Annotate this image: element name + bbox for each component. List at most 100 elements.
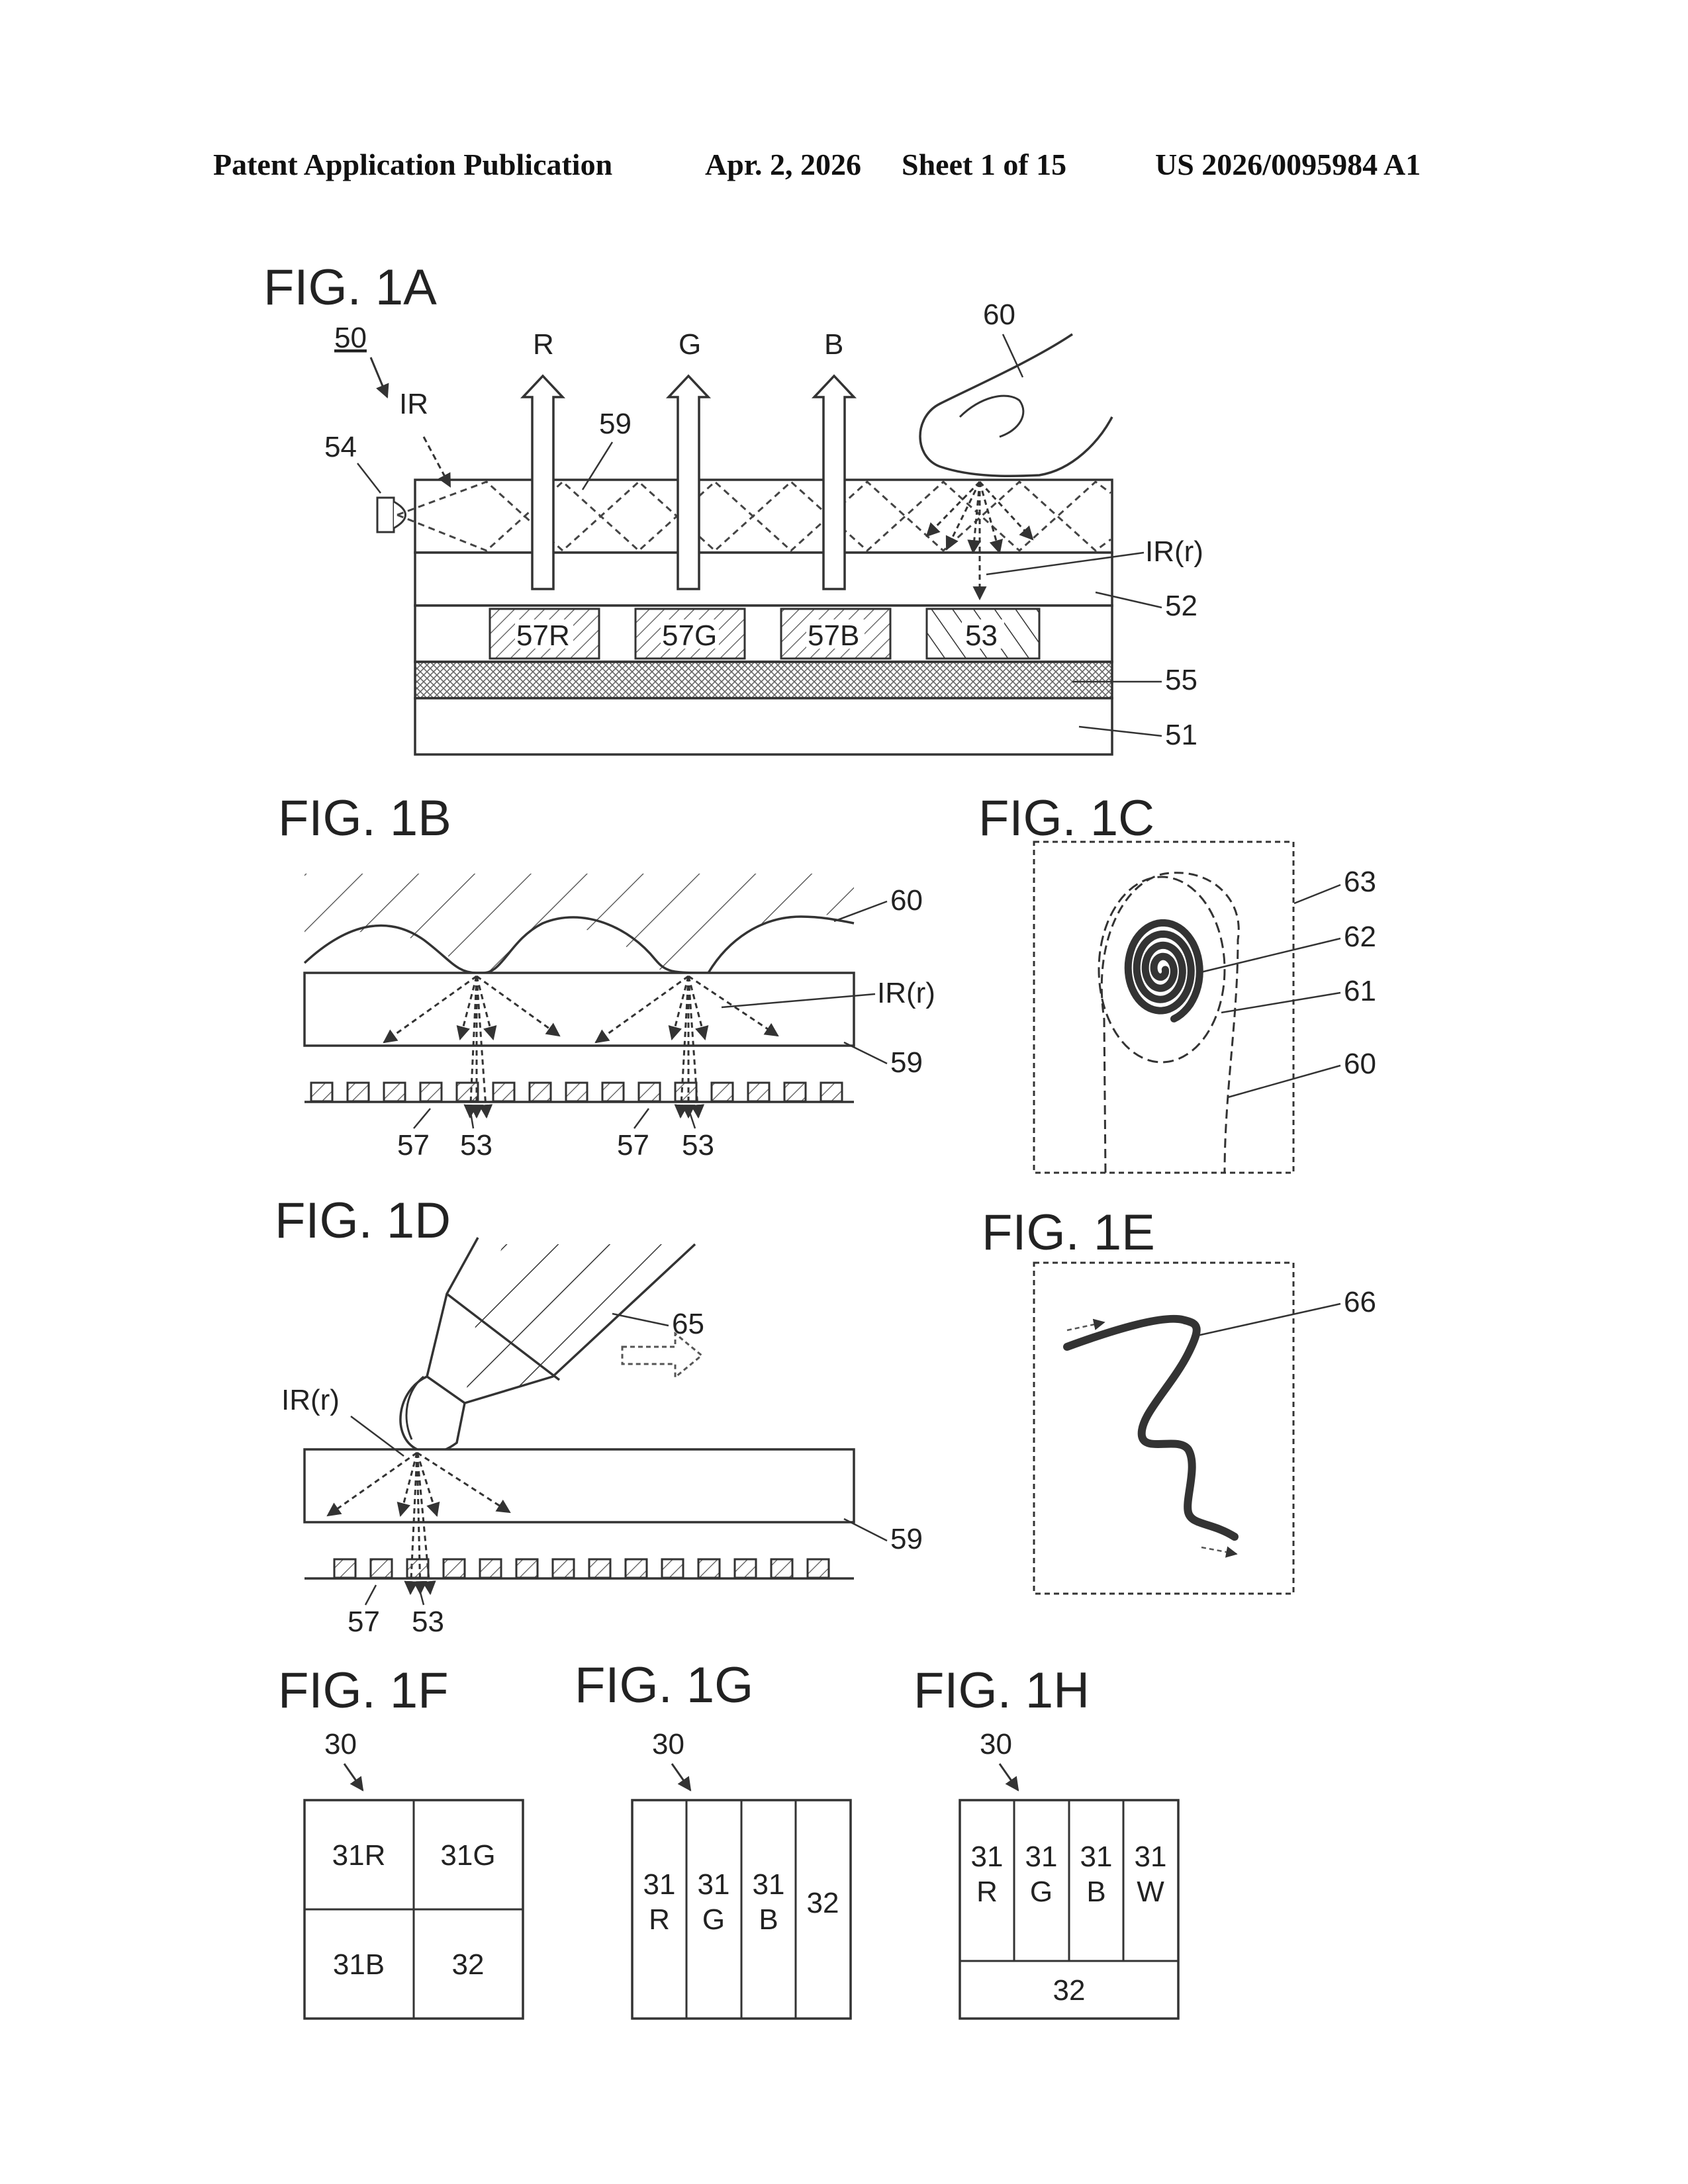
subpixel-31g-g-num: 31 [698,1868,730,1901]
subpixel-31r-h-color: R [976,1876,998,1908]
subpixel-31r-g-num: 31 [643,1868,676,1901]
label-r: R [533,328,554,361]
ref-60-c-label: 60 [1344,1048,1376,1080]
ref-57-d-label: 57 [348,1606,380,1638]
pixel-57b-label: 57B [808,619,859,652]
fig-1g-title: FIG. 1G [575,1657,753,1713]
layer-59-waveguide [415,480,1112,553]
fig-1c: FIG. 1C 63 62 61 60 [978,790,1376,1173]
fig-1b-title: FIG. 1B [278,790,451,846]
subpixel-31g-h-num: 31 [1025,1841,1058,1873]
ref-50-label: 50 [334,322,367,354]
subpixel-32-f: 32 [452,1948,485,1981]
pixel-cell [371,1559,392,1578]
ref-60-b-label: 60 [890,884,923,917]
fig-1e-title: FIG. 1E [982,1205,1155,1261]
pixel-cell [698,1559,720,1578]
ref-55-label: 55 [1165,664,1197,696]
subpixel-31b-g-num: 31 [753,1868,785,1901]
subpixel-31w-h-color: W [1137,1876,1164,1908]
sensor-53-label: 53 [965,619,998,652]
fig-1a-title: FIG. 1A [263,259,437,316]
ref-30-g-label: 30 [652,1728,684,1760]
pixel-cell [821,1083,842,1101]
pixel-row-b [311,1083,842,1101]
pixel-cell [348,1083,369,1101]
ref-53-b2-label: 53 [682,1129,714,1161]
ir-r-b-label: IR(r) [877,977,935,1009]
pixel-cell [639,1083,660,1101]
ir-r-d-label: IR(r) [281,1384,340,1416]
fig-1h-title: FIG. 1H [914,1662,1090,1719]
pixel-cell [457,1083,478,1101]
subpixel-31r-g-color: R [649,1903,670,1936]
finger-icon [920,334,1112,476]
fig-1e: FIG. 1E 66 [982,1205,1376,1594]
fig-1f-title: FIG. 1F [278,1662,449,1719]
subpixel-31b-g-color: B [759,1903,778,1936]
pixel-cell [334,1559,355,1578]
label-g: G [679,328,701,361]
ref-62-label: 62 [1344,921,1376,953]
fig-1f: FIG. 1F 30 31R 31G 31B 32 [278,1662,523,2019]
ref-61-label: 61 [1344,975,1376,1007]
ref-54-label: 54 [324,431,357,463]
pixel-cell [771,1559,792,1578]
ref-30-h-label: 30 [980,1728,1012,1760]
layer-55 [415,662,1112,698]
pixel-cell [589,1559,610,1578]
pixel-cell [712,1083,733,1101]
layer-52 [415,553,1112,606]
pixel-cell [444,1559,465,1578]
ref-59-d-label: 59 [890,1523,923,1555]
pixel-cell [602,1083,624,1101]
subpixel-31g-h-color: G [1030,1876,1053,1908]
ir-r-label: IR(r) [1145,535,1203,568]
ir-label: IR [399,388,428,420]
pixel-cell [662,1559,683,1578]
pixel-cell [735,1559,756,1578]
pixel-cell [626,1559,647,1578]
pixel-cell [311,1083,332,1101]
fig-1g: FIG. 1G 30 31 R 31 G 31 B 32 [575,1657,851,2019]
ref-60-label: 60 [983,298,1015,331]
ref-51-label: 51 [1165,719,1197,751]
pixel-cell [748,1083,769,1101]
fig-1b: FIG. 1B 60 [278,790,935,1161]
subpixel-32-h: 32 [1053,1974,1086,2007]
pixel-cell [407,1559,428,1578]
subpixel-31g-g-color: G [702,1903,725,1936]
ref-66-label: 66 [1344,1286,1376,1318]
ref-57-b1-label: 57 [397,1129,430,1161]
waveguide-59-d [305,1449,854,1522]
light-source-icon [377,498,394,532]
subpixel-31r-h-num: 31 [971,1841,1004,1873]
pixel-cell [808,1559,829,1578]
pixel-cell [553,1559,574,1578]
ref-63-label: 63 [1344,866,1376,898]
subpixel-31b-h-num: 31 [1080,1841,1113,1873]
ref-59-label: 59 [599,408,632,440]
fig-1d: FIG. 1D 65 [275,1193,923,1638]
subpixel-31w-h-num: 31 [1135,1841,1167,1873]
pixel-cell [516,1559,538,1578]
ref-52-label: 52 [1165,590,1197,622]
ref-57-b2-label: 57 [617,1129,649,1161]
pixel-cell [493,1083,514,1101]
fig-1h: FIG. 1H 30 31 R 31 G 31 B 31 W 32 [914,1662,1178,2019]
pixel-cell [480,1559,501,1578]
subpixel-31b-f: 31B [333,1948,385,1981]
pixel-57r-label: 57R [516,619,570,652]
subpixel-31g-f: 31G [440,1839,495,1872]
fig-1a: FIG. 1A 50 IR 54 57R 57G [263,259,1203,754]
sensing-area-1e [1034,1263,1293,1594]
fig-1d-title: FIG. 1D [275,1193,451,1249]
ref-30-f-label: 30 [324,1728,357,1760]
subpixel-32-g: 32 [807,1887,839,1919]
pixel-cell [675,1083,696,1101]
pixel-cell [784,1083,806,1101]
pixel-row-d [334,1559,829,1578]
fig-1c-title: FIG. 1C [978,790,1154,846]
pixel-cell [384,1083,405,1101]
